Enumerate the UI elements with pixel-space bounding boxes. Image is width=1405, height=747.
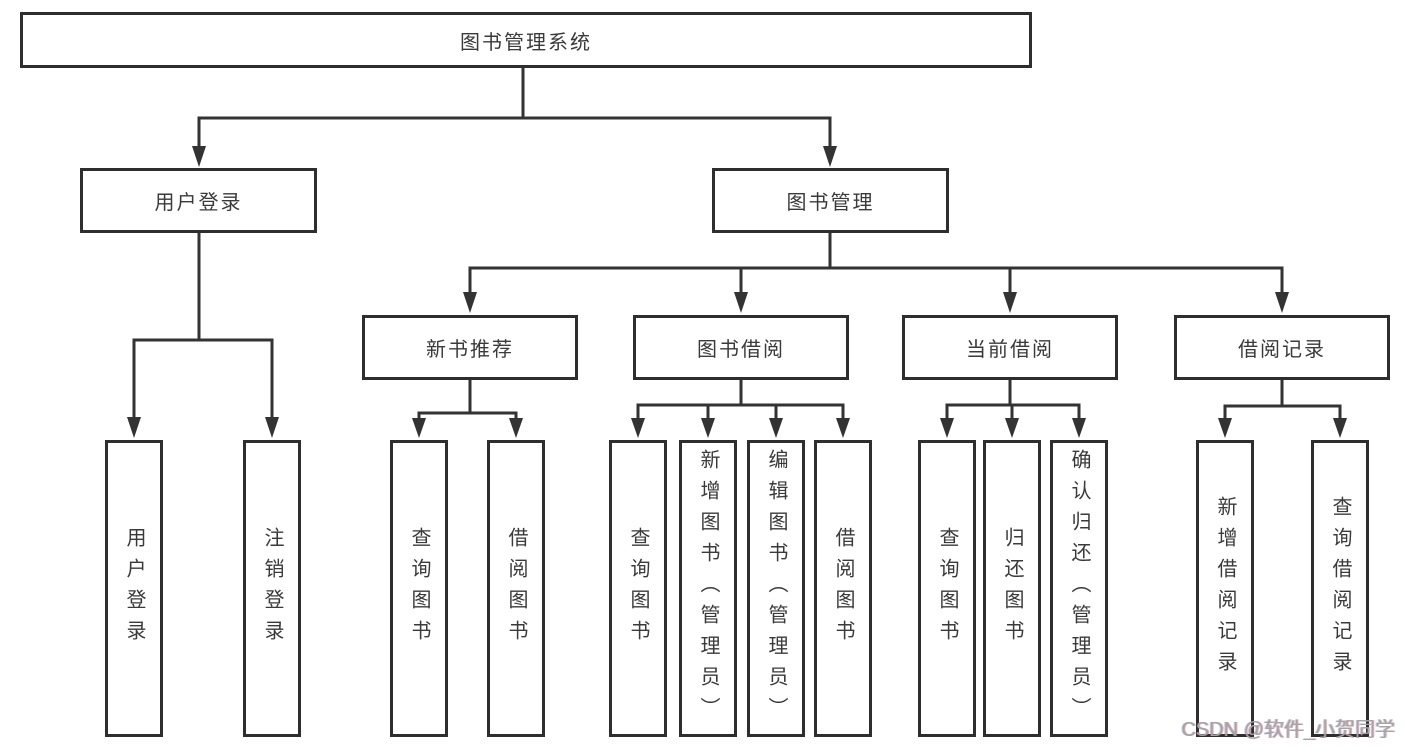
leaf-query-books: 查询图书 (918, 440, 976, 737)
connector-borrow-records (1218, 380, 1347, 438)
leaf-label: 编辑图书（管理员） (765, 449, 787, 728)
leaf-add-borrow-record: 新增借阅记录 (1196, 440, 1254, 737)
leaf-query-borrow-record: 查询借阅记录 (1311, 440, 1369, 737)
connector-root (192, 68, 837, 167)
leaf-label: 查询图书 (408, 526, 430, 651)
node-book-borrow: 图书借阅 (633, 315, 849, 380)
leaf-edit-books-admin: 编辑图书（管理员） (747, 440, 805, 737)
leaf-query-books: 查询图书 (390, 440, 448, 737)
leaf-borrow-books: 借阅图书 (487, 440, 545, 737)
leaf-add-books-admin: 新增图书（管理员） (679, 440, 737, 737)
connector-current-borrow (940, 380, 1086, 438)
leaf-user-login: 用户登录 (105, 440, 163, 737)
leaf-query-books: 查询图书 (609, 440, 667, 737)
node-root: 图书管理系统 (20, 12, 1032, 68)
connector-new-book-recommend (412, 380, 523, 438)
leaf-label: 注销登录 (261, 526, 283, 651)
node-current-borrow: 当前借阅 (902, 315, 1118, 380)
leaf-label: 查询图书 (627, 526, 649, 651)
leaf-label: 归还图书 (1001, 526, 1023, 651)
node-book-borrow-label: 图书借阅 (697, 339, 785, 361)
node-book-management: 图书管理 (712, 168, 949, 233)
node-new-book-recommend: 新书推荐 (362, 315, 578, 380)
leaf-label: 借阅图书 (505, 526, 527, 651)
connector-user-login (127, 233, 279, 438)
leaf-label: 新增图书（管理员） (697, 449, 719, 728)
leaf-label: 确认归还（管理员） (1068, 449, 1090, 728)
leaf-confirm-return-admin: 确认归还（管理员） (1050, 440, 1108, 737)
leaf-label: 查询图书 (936, 526, 958, 651)
node-root-label: 图书管理系统 (460, 31, 592, 54)
node-borrow-records: 借阅记录 (1174, 315, 1390, 380)
csdn-watermark: CSDN @软件_小贺同学 (1181, 719, 1395, 741)
leaf-label: 新增借阅记录 (1214, 495, 1236, 682)
node-book-management-label: 图书管理 (786, 192, 875, 214)
leaf-return-books: 归还图书 (983, 440, 1041, 737)
node-new-book-recommend-label: 新书推荐 (426, 339, 514, 361)
node-user-login-label: 用户登录 (154, 192, 243, 214)
leaf-borrow-books: 借阅图书 (814, 440, 872, 737)
leaf-label: 查询借阅记录 (1329, 495, 1351, 682)
leaf-label: 借阅图书 (832, 526, 854, 651)
leaf-logout: 注销登录 (243, 440, 301, 737)
connector-book-management (463, 233, 1289, 313)
node-current-borrow-label: 当前借阅 (966, 339, 1054, 361)
node-user-login: 用户登录 (80, 168, 317, 233)
leaf-label: 用户登录 (123, 526, 145, 651)
node-borrow-records-label: 借阅记录 (1238, 339, 1326, 361)
connector-book-borrow (631, 380, 850, 438)
